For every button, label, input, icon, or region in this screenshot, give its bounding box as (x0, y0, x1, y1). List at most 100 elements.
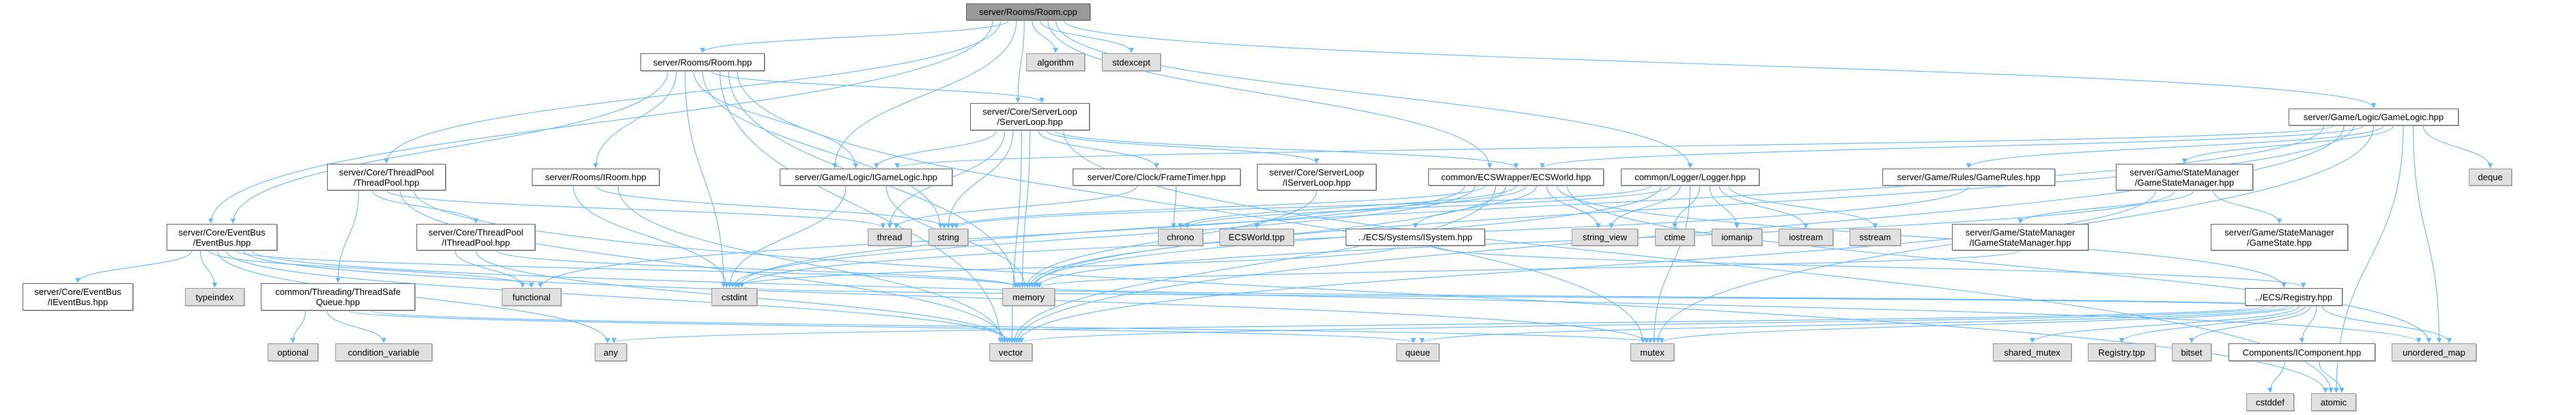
node-gamelogic[interactable]: server/Game/Logic/GameLogic.hpp (2289, 109, 2459, 126)
edge-room_hpp-to-iroom (593, 70, 677, 169)
edge-icomponent-to-atomic (2319, 360, 2345, 393)
node-threadpool[interactable]: server/Core/ThreadPool /ThreadPool.hpp (327, 164, 446, 190)
node-serverloop[interactable]: server/Core/ServerLoop /ServerLoop.hpp (970, 103, 1090, 130)
edge-tsq-to-queue (348, 310, 1416, 343)
node-registry[interactable]: ../ECS/Registry.hpp (2245, 288, 2343, 306)
edge-ecsworld-to-ecsworld_tpp (1254, 185, 1527, 229)
edge-serverloop-to-iserverloop (1046, 130, 1320, 164)
edge-gamelogic-to-ecsworld (1540, 125, 2364, 169)
node-ithreadpool[interactable]: server/Core/ThreadPool /IThreadPool.hpp (416, 224, 535, 251)
edge-eventbus-to-vector (225, 250, 1013, 343)
node-frametimer[interactable]: server/Core/Clock/FrameTimer.hpp (1073, 169, 1241, 186)
node-room-hpp[interactable]: server/Rooms/Room.hpp (640, 53, 765, 71)
node-tsq[interactable]: common/Threading/ThreadSafe Queue.hpp (261, 283, 415, 311)
edge-room_cpp-to-eventbus (208, 20, 993, 224)
edge-room_cpp-to-room_hpp (700, 20, 1009, 53)
node-ieventbus[interactable]: server/Core/EventBus /IEventBus.hpp (23, 283, 133, 311)
node-typeindex: typeindex (185, 288, 244, 306)
node-ecsworld[interactable]: common/ECSWrapper/ECSWorld.hpp (1428, 169, 1604, 186)
edge-logger-to-mutex (1651, 185, 1691, 343)
edge-ecsworld-to-string (950, 185, 1486, 229)
node-cstddef: cstddef (2246, 393, 2294, 411)
edge-serverloop-to-ecsworld (1054, 130, 1519, 169)
node-any: any (595, 343, 627, 361)
node-bitset: bitset (2172, 343, 2211, 361)
edge-eventbus-to-memory (234, 250, 1023, 288)
edge-icomponent-to-cstddef (2267, 360, 2285, 393)
edge-ecsworld-to-cstdint (730, 185, 1476, 288)
edge-gamelogic-to-memory (1032, 125, 2354, 288)
edge-threadpool-to-ithreadpool (372, 190, 479, 224)
edge-room_cpp-to-algorithm (1032, 20, 1058, 53)
edge-eventbus-to-typeindex (199, 250, 218, 288)
edge-logger-to-chrono (1185, 185, 1671, 229)
edge-gamelogic-to-cstdint (736, 125, 2325, 288)
edge-ecsworld-to-unordered_map (1566, 185, 2432, 343)
node-gamestate[interactable]: server/Game/StateManager /GameState.hpp (2211, 224, 2348, 251)
node-unordered-map: unordered_map (2392, 343, 2476, 361)
edge-gamelogic-to-igamelogic (894, 125, 2334, 169)
edge-gsm-to-vector (1016, 190, 2156, 343)
node-isystem[interactable]: ../ECS/Systems/ISystem.hpp (1346, 229, 1485, 246)
edge-threadpool-to-thread (386, 190, 886, 229)
node-stdexcept: stdexcept (1102, 53, 1161, 71)
edge-ithreadpool-to-memory (496, 250, 1021, 288)
node-atomic: atomic (2311, 393, 2356, 411)
node-igsm[interactable]: server/Game/StateManager /IGameStateMana… (1952, 224, 2089, 251)
edge-room_cpp-to-threadpool (384, 20, 1002, 164)
node-shared-mutex: shared_mutex (1993, 343, 2071, 361)
edge-threadpool-to-atomic (414, 190, 2328, 393)
node-vector: vector (989, 343, 1032, 361)
node-gsm[interactable]: server/Game/StateManager /GameStateManag… (2116, 164, 2253, 190)
edge-room_cpp-to-serverloop (1015, 20, 1025, 103)
edge-igsm-to-memory (1037, 250, 2021, 288)
edge-registry-to-any (611, 305, 2266, 343)
edge-eventbus-to-unordered_map (251, 250, 2422, 343)
edge-room_hpp-to-eventbus (230, 70, 668, 224)
node-ecsworld-tpp: ECSWorld.tpp (1219, 229, 1294, 246)
edge-ecsworld-to-vector (1011, 185, 1497, 343)
edge-serverloop-to-memory (1019, 130, 1031, 288)
node-room-cpp[interactable]: server/Rooms/Room.cpp (966, 3, 1090, 20)
edge-room_hpp-to-cstdint (684, 70, 726, 288)
edge-logger-to-string_view (1609, 185, 1681, 229)
edge-eventbus-to-ieventbus (75, 250, 193, 283)
node-igamelogic[interactable]: server/Game/Logic/IGameLogic.hpp (780, 169, 952, 186)
edge-registry-to-unordered_map (2321, 305, 2452, 343)
node-iroom[interactable]: server/Rooms/IRoom.hpp (532, 169, 660, 186)
node-eventbus[interactable]: server/Core/EventBus /EventBus.hpp (167, 224, 277, 251)
edge-tsq-to-condvar (326, 310, 386, 343)
edge-gamelogic-to-gamerules (1966, 125, 2384, 169)
edge-serverloop-to-frametimer (1038, 130, 1159, 169)
node-gamerules[interactable]: server/Game/Rules/GameRules.hpp (1882, 169, 2055, 186)
node-iostream: iostream (1779, 229, 1833, 246)
edge-layer (75, 20, 2493, 393)
edge-registry-to-queue (1419, 305, 2289, 343)
edge-logger-to-sstream (1728, 185, 1878, 229)
node-logger[interactable]: common/Logger/Logger.hpp (1621, 169, 1759, 186)
edge-ecsworld-to-registry (1556, 185, 2287, 288)
edge-tsq-to-mutex (369, 310, 1653, 343)
edge-serverloop-to-string (946, 130, 1014, 229)
edge-room_cpp-to-stdexcept (1039, 20, 1134, 53)
edge-room_hpp-to-string (702, 70, 944, 229)
edge-iroom-to-string (595, 185, 947, 229)
node-string-view: string_view (1572, 229, 1638, 246)
node-mutex: mutex (1630, 343, 1674, 361)
node-algorithm: algorithm (1026, 53, 1085, 71)
node-sstream: sstream (1850, 229, 1901, 246)
node-chrono: chrono (1158, 229, 1203, 246)
edge-gamelogic-to-gsm (2181, 125, 2394, 164)
node-deque: deque (2469, 169, 2512, 186)
edge-iroom-to-cstdint (573, 185, 730, 288)
edge-gamelogic-to-unordered_map (2413, 125, 2442, 343)
edge-eventbus-to-mutex (242, 250, 1650, 343)
edge-registry-to-mutex (1659, 305, 2295, 343)
node-icomponent[interactable]: Components/IComponent.hpp (2228, 343, 2375, 361)
edge-iroom-to-vector (617, 185, 1006, 343)
node-condvar: condition_variable (335, 343, 432, 361)
edge-registry-to-bitset (2189, 305, 2312, 343)
edge-registry-to-shared_mutex (2029, 305, 2300, 343)
edge-registry-to-vector (1019, 305, 2278, 343)
node-iserverloop[interactable]: server/Core/ServerLoop /IServerLoop.hpp (1257, 164, 1376, 190)
